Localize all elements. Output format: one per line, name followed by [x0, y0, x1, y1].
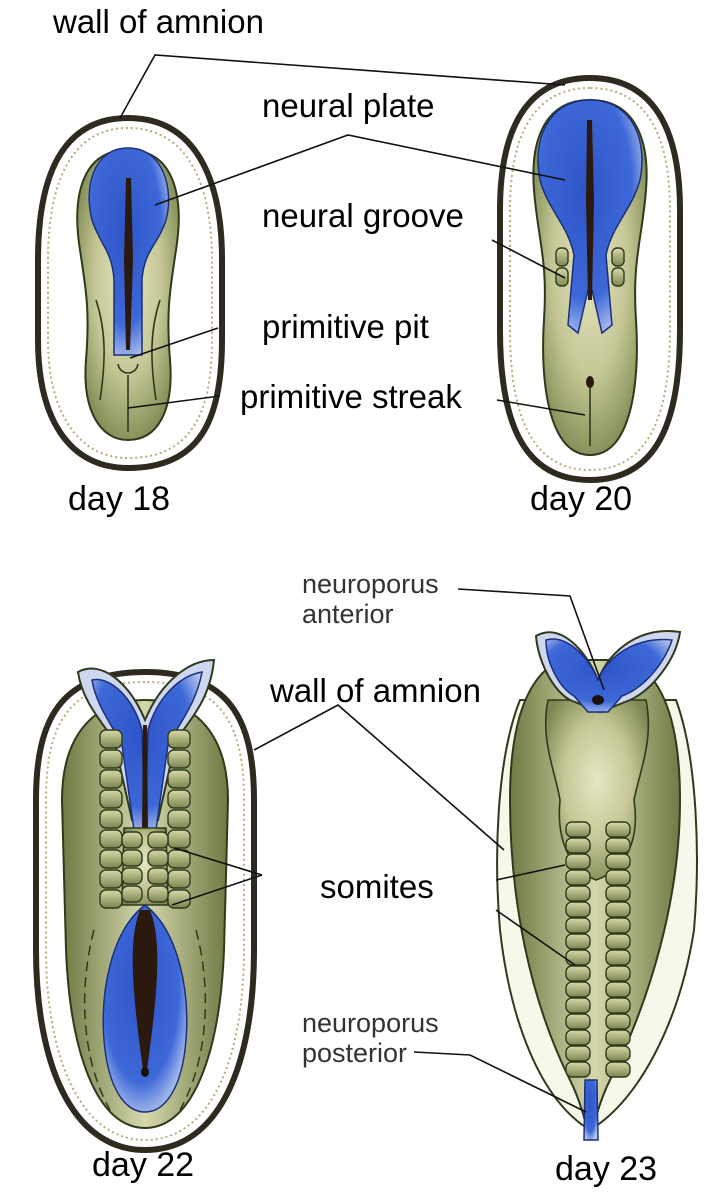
- label-primitive-streak: primitive streak: [240, 378, 462, 415]
- label-neuroporus-posterior-line2: posterior: [302, 1038, 407, 1068]
- neuroporus-posterior-opening-day-23: [584, 1080, 598, 1140]
- label-neuroporus-anterior-line1: neuroporus: [302, 569, 439, 599]
- somite-day-23-right-13: [606, 1014, 630, 1029]
- somite-day-22-left-1: [100, 730, 122, 748]
- embryo-day-18: day 18: [38, 118, 222, 518]
- somite-day-23-left-15: [566, 1046, 590, 1061]
- stage-label-day-18: day 18: [68, 480, 170, 518]
- neuroporus-anterior-opening-day-23: [592, 695, 604, 705]
- somite-day-23-left-4: [566, 870, 590, 885]
- somite-day-22-right-5: [168, 810, 190, 828]
- somite-day-22-inner-right-2: [148, 850, 168, 866]
- label-neuroporus-posterior-line1: neuroporus: [302, 1008, 439, 1038]
- somite-day-23-left-5: [566, 886, 590, 901]
- somite-day-22-inner-right-4: [148, 886, 168, 902]
- somite-day-23-right-2: [606, 838, 630, 853]
- somite-day-22-right-9: [168, 890, 190, 908]
- somite-day-23-left-12: [566, 998, 590, 1013]
- stage-label-day-23: day 23: [555, 1150, 657, 1188]
- somite-day-23-right-12: [606, 998, 630, 1013]
- somite-day-20-r1: [612, 248, 624, 266]
- leader-wall-of-amnion-bottom: [254, 705, 504, 850]
- somite-day-23-right-5: [606, 886, 630, 901]
- somite-day-23-left-1: [566, 822, 590, 837]
- neural-groove-day-22: [142, 725, 148, 830]
- somite-day-23-left-16: [566, 1062, 590, 1077]
- somite-day-22-inner-right-3: [148, 868, 168, 884]
- label-wall-of-amnion-bottom: wall of amnion: [269, 672, 481, 709]
- somite-day-23-left-13: [566, 1014, 590, 1029]
- somite-day-23-right-15: [606, 1046, 630, 1061]
- somite-day-23-left-10: [566, 966, 590, 981]
- somite-day-23-right-11: [606, 982, 630, 997]
- somite-day-22-left-5: [100, 810, 122, 828]
- somite-day-20-l1: [556, 248, 568, 266]
- somite-day-23-left-14: [566, 1030, 590, 1045]
- somite-day-22-inner-left-4: [122, 886, 142, 902]
- somite-day-23-right-7: [606, 918, 630, 933]
- somite-day-23-left-7: [566, 918, 590, 933]
- somite-day-20-r2: [612, 268, 624, 286]
- embryo-day-22: day 22: [36, 660, 254, 1184]
- somite-day-22-right-6: [168, 830, 190, 848]
- somite-day-23-right-10: [606, 966, 630, 981]
- somite-day-23-right-1: [606, 822, 630, 837]
- label-neuroporus-anterior-line2: anterior: [302, 599, 394, 629]
- somite-day-22-inner-left-1: [122, 832, 142, 848]
- stage-label-day-22: day 22: [92, 1146, 194, 1184]
- somite-day-23-left-11: [566, 982, 590, 997]
- primitive-pit-day-22: [141, 1067, 149, 1077]
- somite-day-23-right-8: [606, 934, 630, 949]
- somite-day-23-right-4: [606, 870, 630, 885]
- somite-day-22-right-1: [168, 730, 190, 748]
- embryo-day-23: day 23: [497, 631, 697, 1188]
- primitive-pit-day-20: [586, 376, 594, 388]
- label-somites: somites: [320, 868, 434, 905]
- somite-day-23-right-16: [606, 1062, 630, 1077]
- somite-day-22-right-2: [168, 750, 190, 768]
- somite-day-22-right-4: [168, 790, 190, 808]
- label-neural-plate: neural plate: [262, 87, 434, 124]
- somite-day-23-left-6: [566, 902, 590, 917]
- somite-day-22-left-6: [100, 830, 122, 848]
- somite-day-22-left-4: [100, 790, 122, 808]
- somite-day-22-left-3: [100, 770, 122, 788]
- stage-label-day-20: day 20: [530, 480, 632, 518]
- somite-day-22-left-9: [100, 890, 122, 908]
- somite-day-22-inner-left-3: [122, 868, 142, 884]
- somite-day-23-right-14: [606, 1030, 630, 1045]
- somite-day-22-inner-right-1: [148, 832, 168, 848]
- somite-day-22-right-8: [168, 870, 190, 888]
- embryo-day-20: day 20: [500, 78, 680, 518]
- somite-day-22-left-8: [100, 870, 122, 888]
- label-wall-of-amnion-top: wall of amnion: [52, 3, 264, 40]
- somite-day-23-left-9: [566, 950, 590, 965]
- somite-day-23-right-9: [606, 950, 630, 965]
- somite-day-22-left-2: [100, 750, 122, 768]
- somite-day-23-right-6: [606, 902, 630, 917]
- somite-day-22-inner-left-2: [122, 850, 142, 866]
- somite-day-23-right-3: [606, 854, 630, 869]
- label-primitive-pit: primitive pit: [262, 308, 429, 345]
- somite-day-23-left-2: [566, 838, 590, 853]
- somite-day-23-left-3: [566, 854, 590, 869]
- label-neural-groove: neural groove: [262, 197, 464, 234]
- somite-day-22-right-3: [168, 770, 190, 788]
- somite-day-23-left-8: [566, 934, 590, 949]
- somite-day-22-left-7: [100, 850, 122, 868]
